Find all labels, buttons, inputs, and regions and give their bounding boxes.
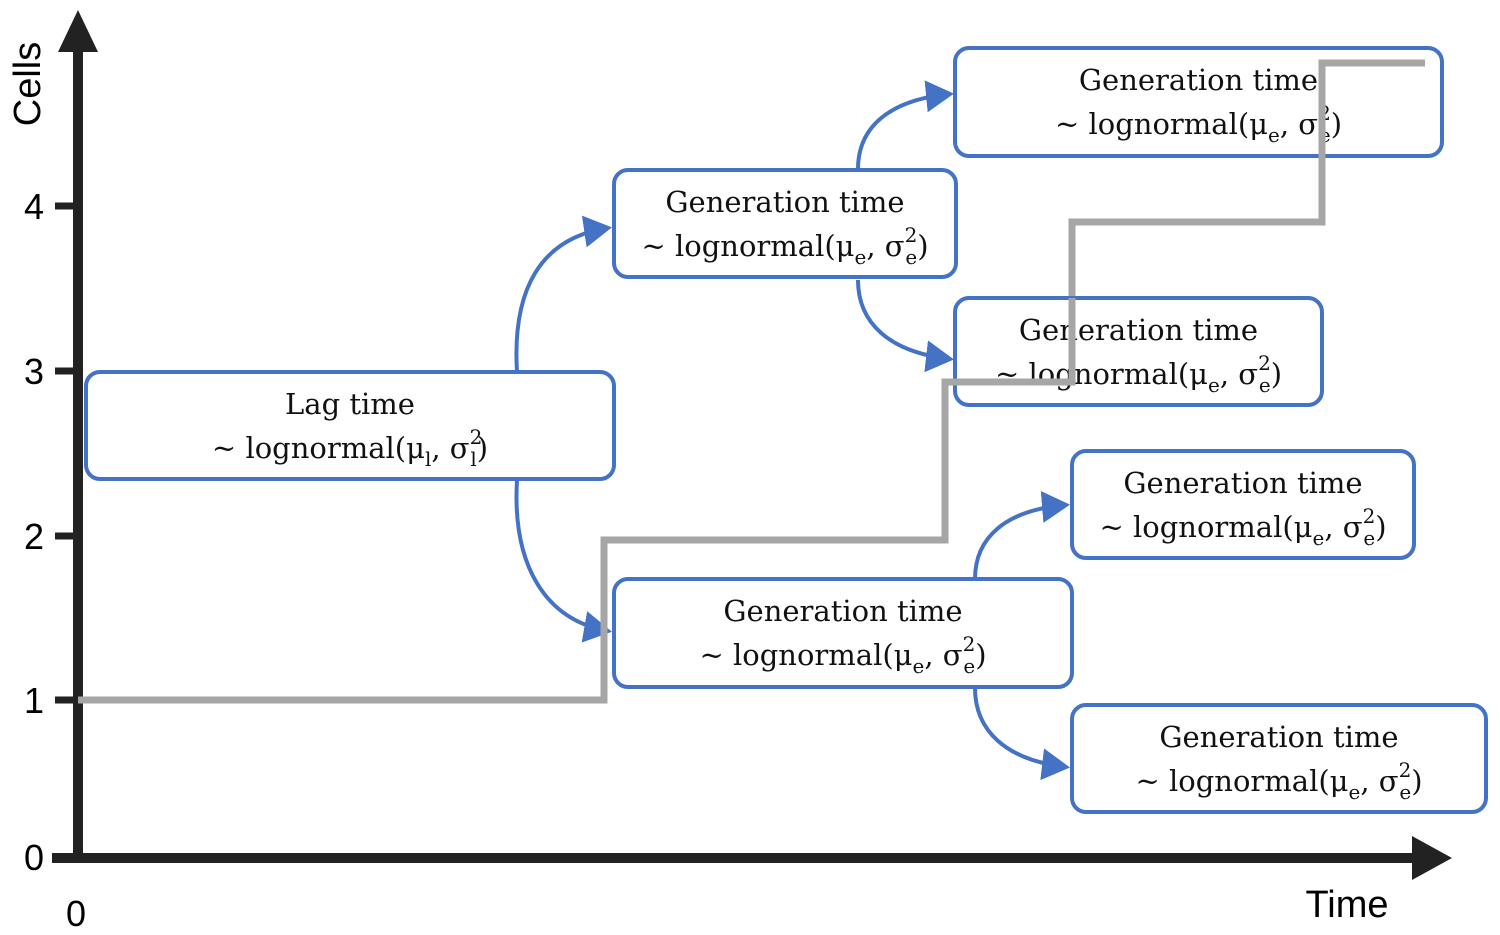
box-gen-upper-formula-suffix: ) <box>917 229 928 263</box>
y-tick-label-3: 3 <box>24 351 44 392</box>
box-lag-formula-suffix: ) <box>477 431 488 465</box>
box-gen-upper-border <box>612 168 958 279</box>
box-gen-bottom-right-formula-sub: e <box>1349 780 1361 804</box>
box-lag-formula-sub2: l <box>470 447 476 471</box>
box-gen-upper-formula-prefix: ~ lognormal(μ <box>641 229 854 263</box>
box-lag-border <box>84 370 616 481</box>
box-gen-bottom-right-title: Generation time <box>1159 720 1398 754</box>
box-gen-mid-right-formula-sup: 2 <box>1258 351 1271 375</box>
box-gen-low-right-title: Generation time <box>1123 466 1362 500</box>
box-gen-low-right-formula-suffix: ) <box>1375 510 1386 544</box>
box-gen-bottom-right-formula-sup: 2 <box>1399 758 1412 782</box>
box-gen-mid-right-formula-sub2: e <box>1259 373 1271 397</box>
box-gen-upper-formula-mid: , σ <box>866 229 904 263</box>
box-gen-lower-formula-sup: 2 <box>963 632 976 656</box>
box-gen-mid-right-formula-prefix: ~ lognormal(μ <box>995 357 1208 391</box>
box-gen-top-right-formula-prefix: ~ lognormal(μ <box>1055 107 1268 141</box>
arrow-lower-to-low-right <box>973 491 1070 580</box>
x-origin-label: 0 <box>66 893 86 934</box>
box-lag-formula-sub: l <box>425 447 431 471</box>
box-gen-low-right-formula-mid: , σ <box>1324 510 1362 544</box>
box-lag-formula-sup: 2 <box>470 425 483 449</box>
y-tick-label-2: 2 <box>24 516 44 557</box>
box-gen-lower-formula-prefix: ~ lognormal(μ <box>699 638 912 672</box>
box-gen-top-right-formula-suffix: ) <box>1331 107 1342 141</box>
arrow-lower-to-bottom-right <box>973 687 1070 781</box>
box-gen-lower-formula-sub: e <box>913 654 925 678</box>
branch-arrows <box>514 80 1070 781</box>
box-gen-top-right-formula-sub: e <box>1268 123 1280 147</box>
y-tick-label-0: 0 <box>24 837 44 878</box>
box-gen-mid-right-formula-sub: e <box>1208 373 1220 397</box>
box-gen-mid-right-border <box>953 296 1324 407</box>
arrow-lag-to-upper <box>514 215 612 373</box>
arrow-upper-to-mid-right <box>856 279 954 373</box>
box-gen-upper-title: Generation time <box>665 185 904 219</box>
y-axis-arrowhead <box>58 10 98 52</box>
y-axis-label: Cells <box>7 42 49 126</box>
box-gen-low-right-border <box>1070 449 1416 560</box>
box-gen-bottom-right-formula-prefix: ~ lognormal(μ <box>1135 764 1348 798</box>
y-tick-label-1: 1 <box>24 680 44 721</box>
x-axis-label: Time <box>1305 884 1388 926</box>
box-gen-low-right-formula-sub: e <box>1313 526 1325 550</box>
box-gen-mid-right-formula-mid: , σ <box>1220 357 1258 391</box>
box-lag-formula-mid: , σ <box>431 431 469 465</box>
arrow-lag-to-lower <box>514 479 612 643</box>
step-line-overlay <box>600 59 1425 700</box>
box-gen-low-right-formula-sub2: e <box>1363 526 1375 550</box>
step-line-overlay-top <box>1318 59 1425 160</box>
box-gen-bottom-right-formula-suffix: ) <box>1411 764 1422 798</box>
x-axis-arrowhead <box>1412 836 1452 880</box>
box-gen-upper-formula-sub2: e <box>905 245 917 269</box>
box-gen-low-right-formula-sup: 2 <box>1363 504 1376 528</box>
box-gen-top-right-title: Generation time <box>1079 63 1318 97</box>
box-gen-low-right-formula-prefix: ~ lognormal(μ <box>1099 510 1312 544</box>
box-lag-title: Lag time <box>285 387 415 421</box>
box-gen-lower-formula-sub2: e <box>963 654 975 678</box>
arrow-upper-to-top-right <box>856 80 954 170</box>
box-lag-formula-prefix: ~ lognormal(μ <box>212 431 425 465</box>
box-gen-mid-right-formula-suffix: ) <box>1271 357 1282 391</box>
box-gen-upper-formula-sup: 2 <box>905 223 918 247</box>
box-gen-bottom-right-formula-mid: , σ <box>1360 764 1398 798</box>
box-gen-bottom-right-border <box>1070 703 1488 814</box>
box-gen-lower-title: Generation time <box>723 594 962 628</box>
step-line-overlay-mid <box>941 298 1076 408</box>
box-gen-top-right-formula-mid: , σ <box>1280 107 1318 141</box>
box-gen-mid-right-title: Generation time <box>1019 313 1258 347</box>
box-gen-lower-border <box>612 577 1074 689</box>
axes: 0 1 2 3 4 Cells Time 0 <box>7 10 1452 934</box>
y-tick-label-4: 4 <box>24 186 44 227</box>
box-gen-lower-formula-suffix: ) <box>975 638 986 672</box>
box-gen-lower-formula-mid: , σ <box>924 638 962 672</box>
box-gen-bottom-right-formula-sub2: e <box>1399 780 1411 804</box>
box-gen-upper-formula-sub: e <box>855 245 867 269</box>
